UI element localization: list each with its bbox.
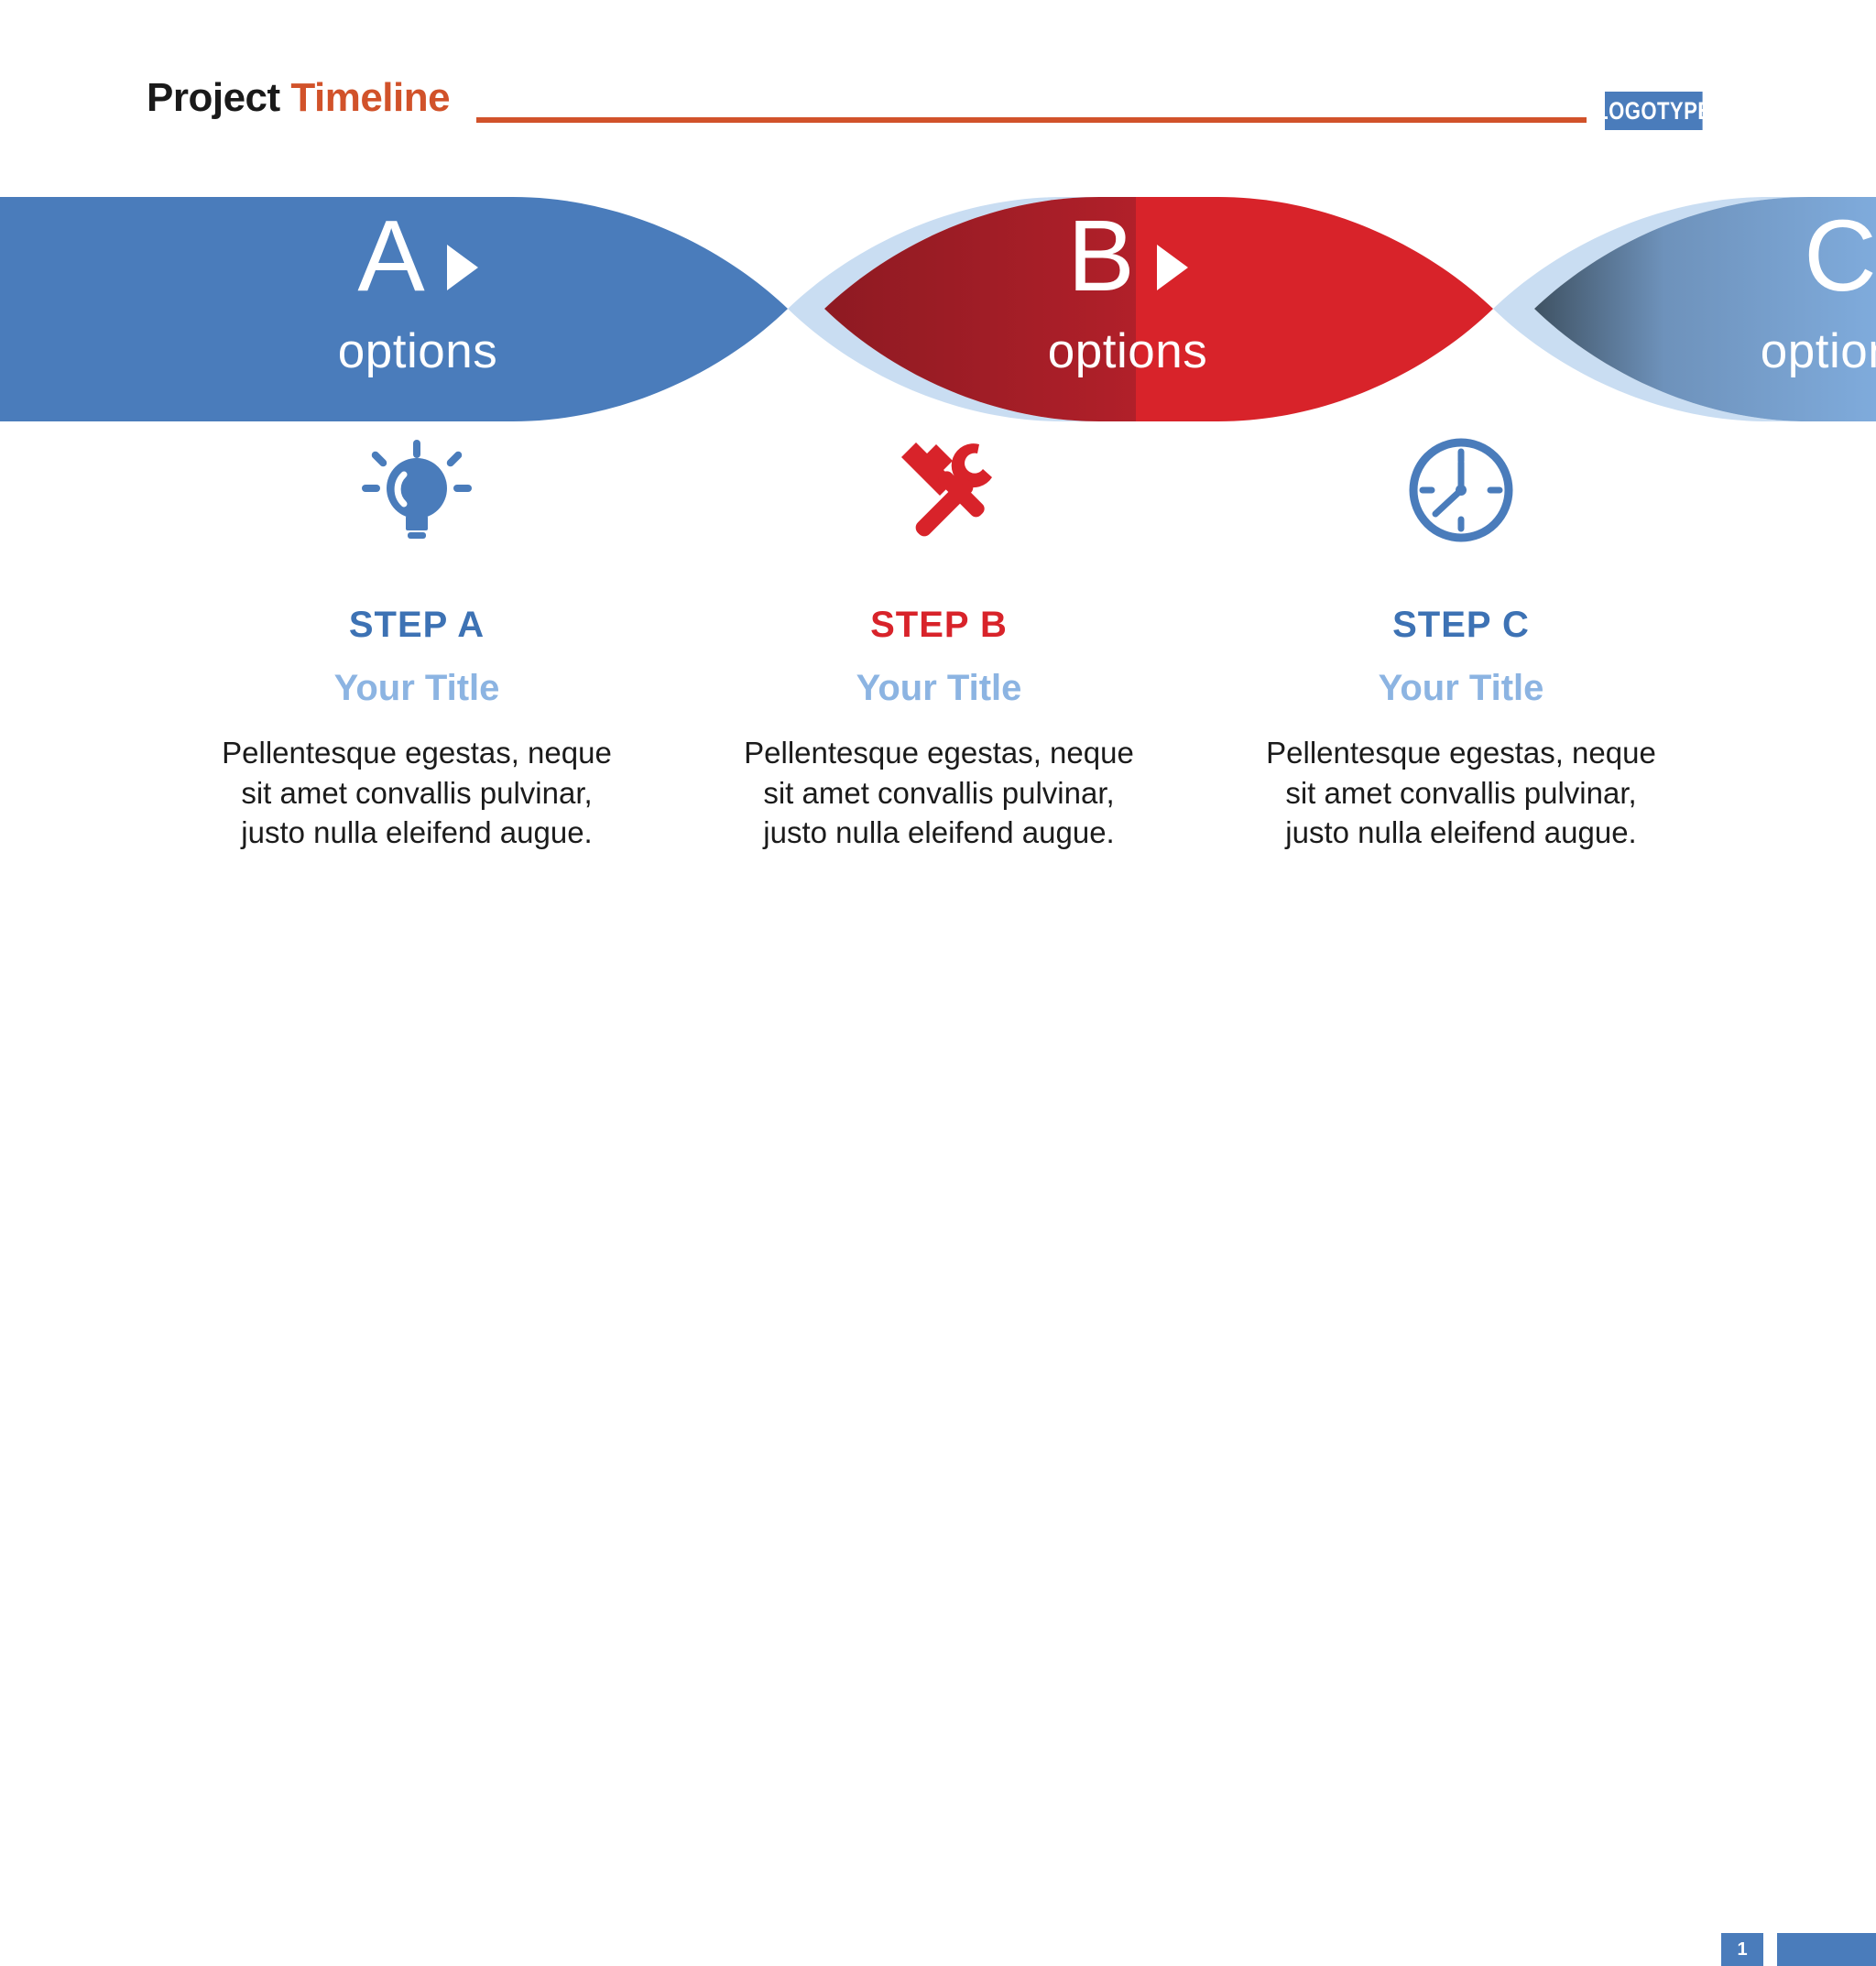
hammer-wrench-icon: [710, 431, 1168, 550]
step-body-c: Pellentesque egestas, neque sit amet con…: [1266, 736, 1656, 850]
step-column-a: STEP A Your Title Pellentesque egestas, …: [188, 431, 646, 853]
ribbon-segment-a: [0, 197, 788, 421]
lightbulb-icon: [188, 431, 646, 550]
ribbon-graphic: [0, 197, 1876, 421]
step-label-a: STEP A: [348, 605, 485, 645]
page-title-accent: Timeline: [290, 75, 451, 120]
step-label-b: STEP B: [870, 605, 1008, 645]
page-title-primary: Project: [147, 75, 280, 120]
step-title-a: Your Title: [333, 668, 500, 708]
ribbon-twist-highlight-ab: [788, 197, 1099, 421]
step-title-c: Your Title: [1378, 668, 1544, 708]
step-body-a: Pellentesque egestas, neque sit amet con…: [222, 736, 612, 850]
ribbon-segment-b: [1136, 197, 1493, 421]
step-label-c: STEP C: [1392, 605, 1530, 645]
ribbon-twist-shadow-ab: [824, 197, 1154, 421]
footer-accent-bar: [1777, 1933, 1876, 1966]
ribbon-segment-c: [1534, 197, 1876, 421]
page-title: Project Timeline: [147, 75, 451, 121]
clock-icon: [1232, 431, 1690, 550]
header-divider-rule: [476, 117, 1587, 123]
step-column-c: STEP C Your Title Pellentesque egestas, …: [1232, 431, 1690, 853]
slide-footer: 1: [0, 964, 1876, 1966]
slide-header: Project Timeline LOGOTYPE: [0, 0, 1876, 165]
step-body-b: Pellentesque egestas, neque sit amet con…: [744, 736, 1134, 850]
step-column-b: STEP B Your Title Pellentesque egestas, …: [710, 431, 1168, 853]
steps-columns: STEP A Your Title Pellentesque egestas, …: [0, 431, 1876, 944]
step-title-b: Your Title: [856, 668, 1022, 708]
ribbon-twist-highlight-bc: [1493, 197, 1809, 421]
page-number-badge: 1: [1721, 1933, 1763, 1966]
logotype-badge[interactable]: LOGOTYPE: [1596, 92, 1711, 130]
